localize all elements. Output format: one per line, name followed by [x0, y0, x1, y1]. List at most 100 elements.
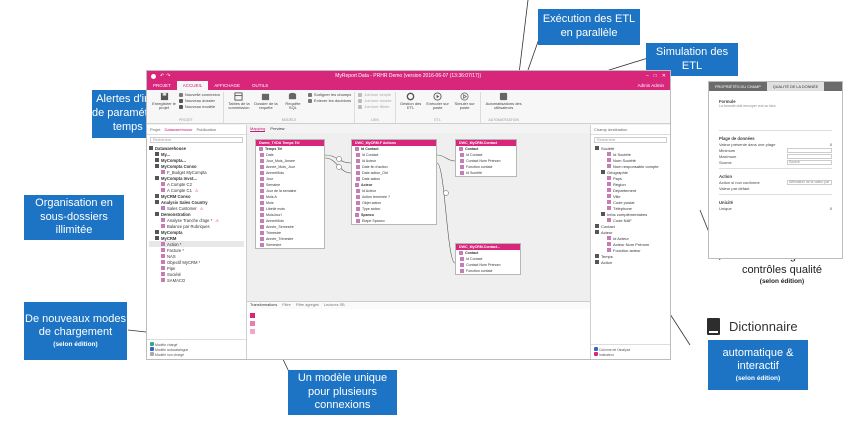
- tree-item[interactable]: MyCompta Invst...: [149, 175, 244, 181]
- table-field[interactable]: Date action: [352, 176, 436, 182]
- destination-item[interactable]: Société: [593, 145, 668, 151]
- table-title[interactable]: Dwem_TVDA Temps Tel: [256, 140, 324, 146]
- new-folder-button[interactable]: Nouveau dossier: [179, 98, 220, 103]
- query-folder-button[interactable]: Dossier de la requête: [254, 92, 278, 111]
- destination-item[interactable]: Fonction acteur: [593, 247, 668, 253]
- warning-icon[interactable]: ⚠: [199, 205, 204, 211]
- destination-item[interactable]: Acteur Nom Prénom: [593, 241, 668, 247]
- destination-item[interactable]: Acteur: [593, 229, 668, 235]
- table-field[interactable]: Id Contact: [352, 146, 436, 152]
- table-field[interactable]: Année_Semestre: [256, 224, 324, 230]
- tree-item[interactable]: A Compte C1⚠: [149, 187, 244, 193]
- user-name[interactable]: Admin Admin: [637, 83, 664, 88]
- table-field[interactable]: Etape Spanco: [352, 218, 436, 224]
- table-field[interactable]: Date: [256, 152, 324, 158]
- table-field[interactable]: Id Contact: [456, 152, 516, 158]
- tab-field-properties[interactable]: PROPRIÉTÉS DU CHAMP: [715, 84, 761, 89]
- table-field[interactable]: Mois: [256, 200, 324, 206]
- table-field[interactable]: Contact Nom Prénom: [456, 158, 516, 164]
- source-select[interactable]: Source: [787, 159, 832, 165]
- destination-item[interactable]: Id Acteur: [593, 235, 668, 241]
- redo-icon[interactable]: ↷: [166, 73, 171, 79]
- destination-item[interactable]: Géographie: [593, 169, 668, 175]
- min-field[interactable]: [787, 147, 832, 153]
- destination-item[interactable]: Région: [593, 181, 668, 187]
- tree-item[interactable]: Objectif MyCRM *: [149, 259, 244, 265]
- table-field[interactable]: Mois A: [256, 194, 324, 200]
- commission-tables-button[interactable]: Tables de la commission: [227, 92, 251, 111]
- table-field[interactable]: Contact Nom Prénom: [456, 262, 520, 268]
- tab-aggregated-filter[interactable]: Filtre agrégés: [295, 303, 319, 307]
- tree-item[interactable]: Analysis Sales Country: [149, 199, 244, 205]
- table-field[interactable]: Id Acteur: [352, 188, 436, 194]
- table-field[interactable]: Date action_Old: [352, 170, 436, 176]
- tree-item[interactable]: Action *: [149, 241, 244, 247]
- destination-item[interactable]: Action: [593, 259, 668, 265]
- tree-item[interactable]: Sales Customer⚠: [149, 205, 244, 211]
- max-field[interactable]: [787, 153, 832, 159]
- tree-item[interactable]: Datawarehouse: [149, 145, 244, 151]
- table-field[interactable]: Acteur: [352, 182, 436, 188]
- minimize-icon[interactable]: –: [645, 73, 649, 79]
- table-field[interactable]: Annee_Mois_Jour: [256, 164, 324, 170]
- double-join-button[interactable]: Jointure double: [358, 98, 392, 103]
- execute-button[interactable]: Exécuter sur poste: [426, 92, 450, 111]
- tab-mapping[interactable]: Mapping: [250, 126, 266, 132]
- save-project-button[interactable]: Enregistrer le projet: [152, 92, 176, 111]
- highlight-fields-button[interactable]: Surligner les champs: [307, 92, 351, 97]
- tab-affichage[interactable]: AFFICHAGE: [214, 83, 241, 88]
- tab-transformations[interactable]: Transformations: [250, 303, 278, 307]
- tree-item[interactable]: MyCRM Conso: [149, 193, 244, 199]
- tree-item[interactable]: MyCompta: [149, 229, 244, 235]
- tab-datawarehouse[interactable]: Datawarehouse: [164, 127, 193, 132]
- destination-item[interactable]: Code NAF: [593, 217, 668, 223]
- tree-item[interactable]: MyCompta...: [149, 157, 244, 163]
- etl-manage-button[interactable]: Gestion des ETL: [399, 92, 423, 111]
- table-field[interactable]: Année_Trimestre: [256, 236, 324, 242]
- tree-item[interactable]: F_Budget MyCompta: [149, 169, 244, 175]
- table-title[interactable]: DWC_MyCRM.F Actions: [352, 140, 436, 146]
- destination-item[interactable]: Code postal: [593, 199, 668, 205]
- new-model-button[interactable]: Nouveau modèle: [179, 104, 220, 109]
- close-icon[interactable]: ✕: [661, 73, 666, 79]
- table-title[interactable]: DWC_MyCRM.Contact: [456, 140, 516, 146]
- tab-outils[interactable]: OUTILS: [252, 83, 269, 88]
- tab-filter[interactable]: Filtre: [282, 303, 291, 307]
- tab-preview[interactable]: Preview: [270, 126, 285, 131]
- right-search-input[interactable]: Rechercher: [594, 137, 667, 143]
- table-field[interactable]: Fonction contact: [456, 268, 520, 274]
- tree-item[interactable]: Demonstration: [149, 211, 244, 217]
- table-field[interactable]: Id Contact: [456, 256, 520, 262]
- destination-item[interactable]: Téléphone: [593, 205, 668, 211]
- table-field[interactable]: Libellé mois: [256, 206, 324, 212]
- edit-transformation-icon[interactable]: [250, 321, 255, 326]
- destination-item[interactable]: Nom Société: [593, 157, 668, 163]
- tree-item[interactable]: My...: [149, 151, 244, 157]
- tab-accueil[interactable]: ACCUEIL: [176, 81, 209, 90]
- table-field[interactable]: Id Société: [456, 170, 516, 176]
- tab-publication[interactable]: Publication: [196, 127, 217, 132]
- sql-query-button[interactable]: Requête SQL: [281, 92, 305, 111]
- new-connection-button[interactable]: Nouvelle connexion: [179, 92, 220, 97]
- remove-duplicates-button[interactable]: Enlever les doublons: [307, 98, 351, 103]
- left-search-input[interactable]: Rechercher: [150, 137, 243, 143]
- table-field[interactable]: Date fin d'action: [352, 164, 436, 170]
- simple-join-button[interactable]: Jointure simple: [358, 92, 391, 97]
- tab-lectures-sb[interactable]: Lectures SB: [323, 303, 345, 307]
- table-field[interactable]: Semaine: [256, 182, 324, 188]
- destination-item[interactable]: Temps: [593, 253, 668, 259]
- tree-item[interactable]: Société: [149, 271, 244, 277]
- table-field[interactable]: Id Acteur: [352, 158, 436, 164]
- tab-projet[interactable]: PROJET: [153, 83, 171, 88]
- tree-item[interactable]: Facture *: [149, 247, 244, 253]
- table-field[interactable]: Type action: [352, 206, 436, 212]
- destination-item[interactable]: Id Société: [593, 151, 668, 157]
- delete-transformation-icon[interactable]: [250, 329, 255, 334]
- tree-item[interactable]: Balance par Rubriques: [149, 223, 244, 229]
- tree-item[interactable]: MyCRM: [149, 235, 244, 241]
- tree-item[interactable]: SAMACO: [149, 277, 244, 283]
